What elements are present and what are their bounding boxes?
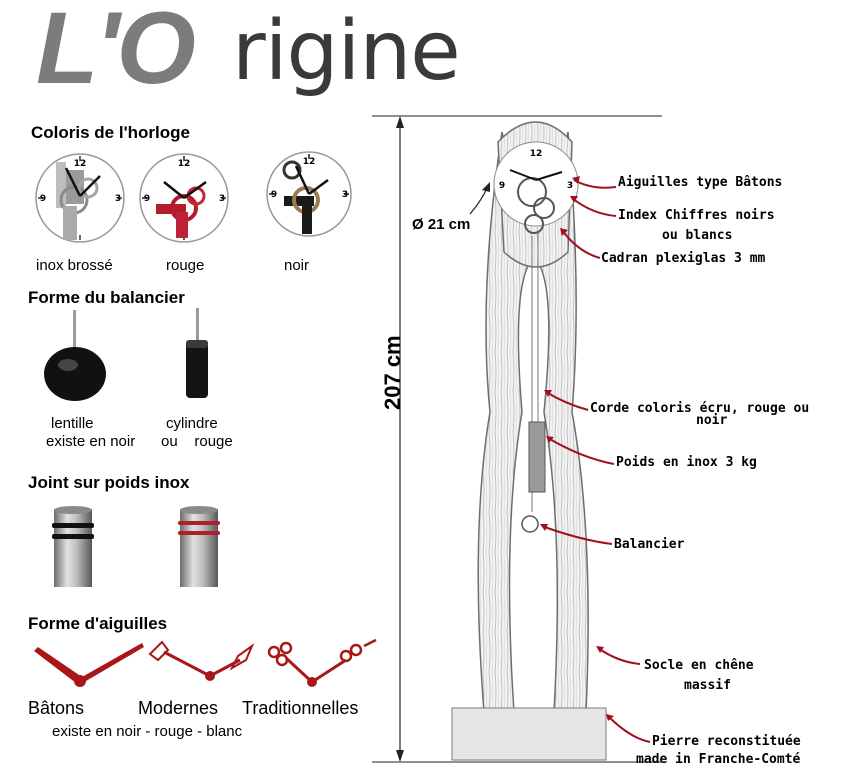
pendulum-lentille-image [44, 310, 106, 401]
clock-rouge: 12 3 9 [139, 153, 229, 243]
clock-inox: 12 3 9 [35, 153, 125, 243]
title-suffix: rigine [232, 4, 461, 99]
pendulum-cylindre-label: cylindre [166, 415, 218, 432]
annotation-hands: Aiguilles type Bâtons [618, 175, 783, 190]
annotation-base: Socle en chêne [644, 658, 754, 673]
dial-number: 9 [271, 190, 277, 200]
annotation-stone-2: made in Franche-Comté [636, 752, 801, 767]
annotation-stone: Pierre reconstituée [652, 734, 801, 749]
dial-number: 3 [567, 181, 573, 191]
pendulum-cylindre-note: ou rouge [161, 433, 233, 450]
dial-number: 3 [219, 194, 225, 204]
hands-traditionnelles-image [267, 638, 377, 687]
dial-number: 9 [499, 181, 505, 191]
hands-style-label: Modernes [138, 698, 219, 718]
clock-noir: 12 3 9 [266, 151, 352, 237]
section-title-colors: Coloris de l'horloge [31, 123, 190, 142]
annotation-weight: Poids en inox 3 kg [616, 455, 757, 470]
joint-red-image [178, 506, 220, 587]
annotation-index: Index Chiffres noirs [618, 208, 775, 223]
clock-color-label: rouge [166, 257, 205, 274]
hands-modernes-image [148, 640, 255, 681]
joint-black-image [52, 506, 94, 587]
title-prefix: L'O [36, 0, 196, 105]
brand-title: L'O rigine [36, 0, 496, 112]
dial-number: 3 [115, 194, 121, 204]
clock-illustration: 12 3 9 [451, 121, 607, 761]
hands-batons-image [34, 643, 144, 687]
pendulum-cylindre-image [186, 308, 208, 398]
clock-color-label: noir [284, 257, 310, 274]
dial-number: 12 [530, 149, 543, 159]
hands-color-note: existe en noir - rouge - blanc [52, 723, 243, 740]
dial-number: 12 [178, 159, 191, 169]
annotation-base-2: massif [684, 678, 731, 693]
annotation-cord-2: noir [696, 413, 728, 428]
section-title-joint: Joint sur poids inox [28, 473, 190, 492]
hands-style-label: Bâtons [28, 698, 85, 718]
annotation-dial: Cadran plexiglas 3 mm [601, 251, 766, 266]
dial-number: 9 [144, 194, 150, 204]
dial-number: 12 [74, 159, 87, 169]
section-title-hands: Forme d'aiguilles [28, 614, 168, 633]
dial-number: 12 [303, 157, 316, 167]
annotation-cord: Corde coloris écru, rouge ou [590, 401, 810, 416]
clock-color-label: inox brossé [36, 257, 113, 274]
section-title-pendulum: Forme du balancier [28, 288, 185, 307]
annotation-index-2: ou blancs [662, 228, 733, 243]
hands-style-label: Traditionnelles [242, 698, 359, 718]
dial-number: 9 [40, 194, 46, 204]
pendulum-lentille-note: existe en noir [46, 433, 136, 450]
dial-number: 3 [342, 190, 348, 200]
annotation-pendulum: Balancier [614, 537, 685, 552]
pendulum-lentille-label: lentille [51, 415, 94, 432]
diameter-label: Ø 21 cm [412, 216, 471, 233]
